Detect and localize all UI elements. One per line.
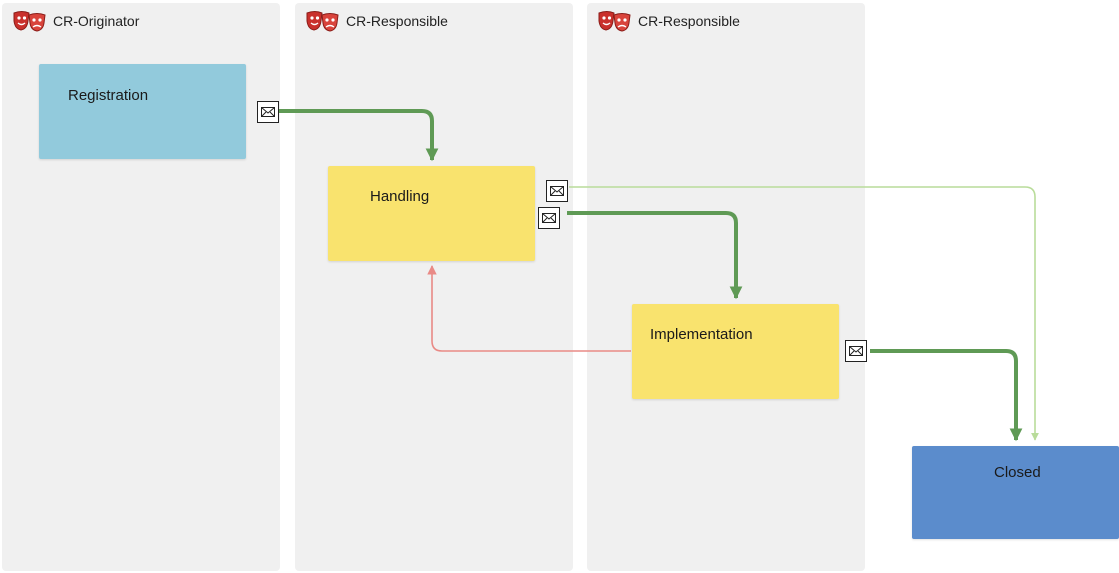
swimlane-cr-responsible-2: CR-Responsible (587, 3, 865, 571)
envelope-icon[interactable] (538, 207, 560, 229)
swimlane-title: CR-Originator (53, 13, 140, 29)
swimlane-header: CR-Responsible (597, 10, 740, 32)
theater-masks-icon (306, 11, 339, 32)
envelope-icon[interactable] (546, 180, 568, 202)
node-registration[interactable]: Registration (39, 64, 246, 159)
swimlane-title: CR-Responsible (346, 13, 448, 29)
node-handling[interactable]: Handling (328, 166, 535, 261)
node-implementation[interactable]: Implementation (632, 304, 839, 399)
swimlane-title: CR-Responsible (638, 13, 740, 29)
node-closed[interactable]: Closed (912, 446, 1119, 539)
swimlane-cr-responsible-1: CR-Responsible (295, 3, 573, 571)
node-label: Closed (994, 464, 1041, 481)
swimlane-header: CR-Responsible (305, 10, 448, 32)
envelope-icon[interactable] (845, 340, 867, 362)
node-label: Implementation (650, 326, 753, 343)
envelope-icon[interactable] (257, 101, 279, 123)
node-label: Registration (68, 87, 149, 104)
swimlane-header: CR-Originator (12, 10, 139, 32)
node-label: Handling (370, 188, 430, 205)
connection-implementation-to-closed[interactable] (870, 349, 1023, 442)
theater-masks-icon (598, 11, 631, 32)
theater-masks-icon (13, 11, 46, 32)
